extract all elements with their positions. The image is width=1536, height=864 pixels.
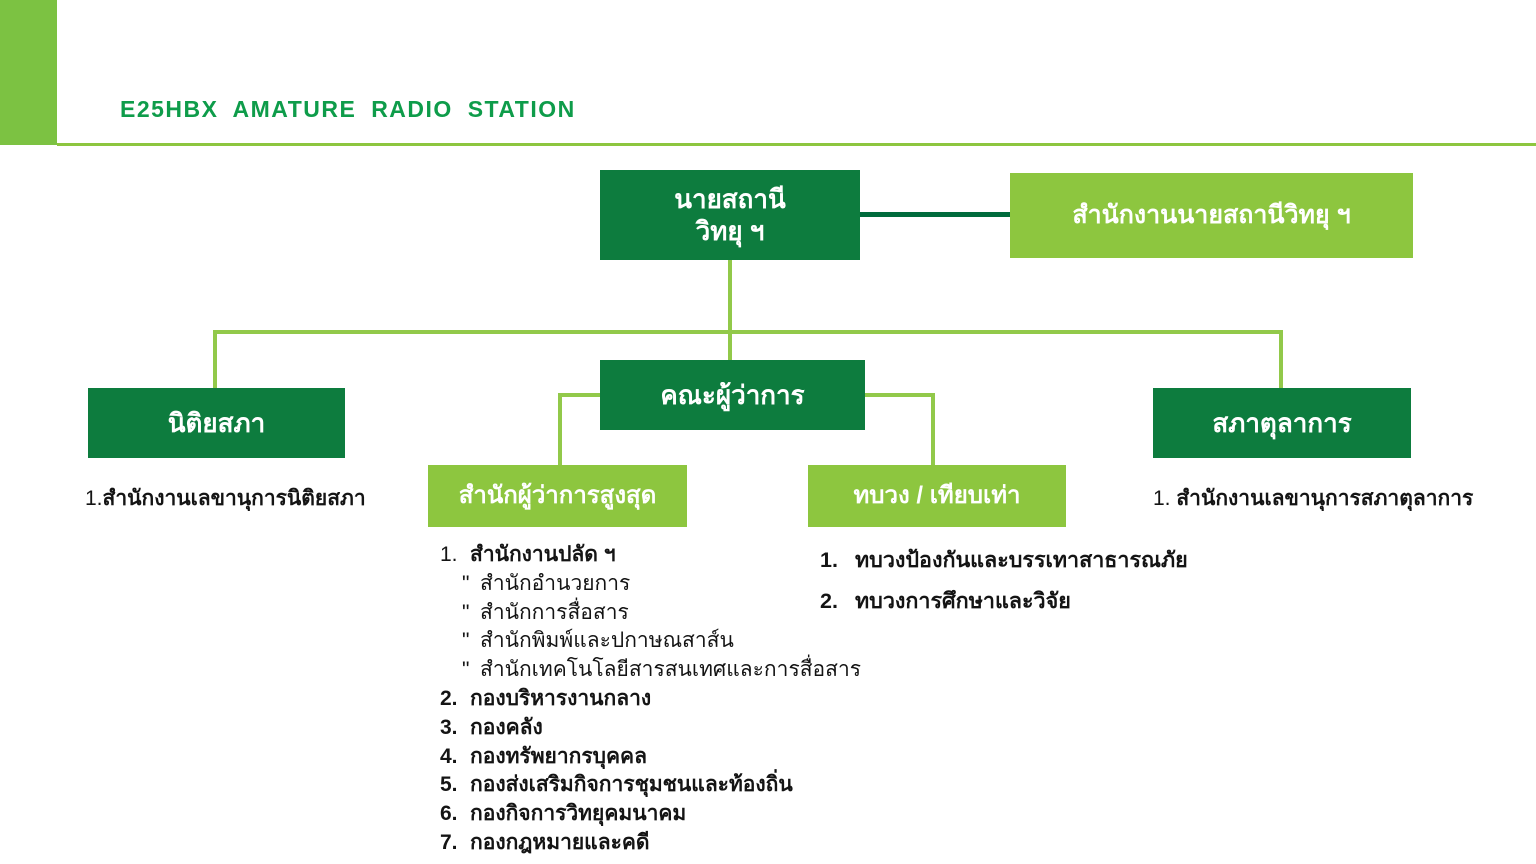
list-item: " สำนักเทคโนโลยีสารสนเทศและการสื่อสาร [462,658,862,682]
org-box-legislative-council: นิติยสภา [88,388,345,458]
list-item: " สำนักพิมพ์และปกาษณสาส์น [462,629,734,653]
list-item: 1. สำนักงานปลัด ฯ [440,543,616,566]
list-item: 4. กองทรัพยากรบุคคล [440,744,647,768]
connector-drop-judicial [1279,330,1283,388]
list-item: 2. กองบริหารงานกลาง [440,686,652,710]
connector-horizontal-rail [213,330,1283,334]
bureau-units-list: 1. สำนักงานปลัด ฯ " สำนักอำนวยการ " สำนั… [440,541,910,858]
ministries-list: 1. ทบวงป้องกันและบรรเทาสาธารณภัย 2. ทบวง… [820,546,1270,628]
org-box-label: สำนักผู้ว่าการสูงสุด [458,482,657,509]
note-text: สำนักงานเลขานุการสภาตุลาการ [1176,487,1474,510]
header-divider [57,143,1536,146]
connector-governors-to-ministries-h [865,393,935,397]
list-item: 5. กองส่งเสริมกิจการชุมชนและท้องถิ่น [440,773,793,797]
org-box-label: นิติยสภา [167,407,266,438]
org-box-governor-general-bureau: สำนักผู้ว่าการสูงสุด [428,465,687,527]
list-item: 6. กองกิจการวิทยุคมนาคม [440,802,687,826]
note-text: สำนักงานเลขานุการนิติยสภา [102,487,366,510]
corner-accent-block [0,0,57,145]
note-number: 1. [1153,487,1171,510]
list-item: 3. กองคลัง [440,715,543,739]
note-number: 1. [85,487,103,510]
org-box-station-master-office: สำนักงานนายสถานีวิทยุ ฯ [1010,173,1413,258]
org-box-label: นายสถานี [674,183,786,214]
org-box-label: สำนักงานนายสถานีวิทยุ ฯ [1072,200,1351,229]
org-box-label: สภาตุลาการ [1212,407,1352,438]
org-box-board-of-governors: คณะผู้ว่าการ [600,360,865,430]
org-box-station-master: นายสถานี วิทยุ ฯ [600,170,860,260]
list-item: 7. กองกฎหมายและคดี [440,830,650,854]
connector-drop-legislative [213,330,217,388]
org-box-ministries-equivalent: ทบวง / เทียบเท่า [808,465,1066,527]
list-item: 2. ทบวงการศึกษาและวิจัย [820,589,1071,613]
connector-root-down [728,260,732,360]
legislative-note: 1.สำนักงานเลขานุการนิติยสภา [85,482,366,515]
connector-root-to-office [860,212,1010,217]
page-title: E25HBX AMATURE RADIO STATION [120,96,576,122]
connector-governors-to-ministries-v [931,393,935,465]
connector-governors-to-bureau-h [558,393,600,397]
org-box-label: ทบวง / เทียบเท่า [853,482,1021,509]
org-box-judicial-council: สภาตุลาการ [1153,388,1411,458]
org-box-label: คณะผู้ว่าการ [660,379,805,410]
judicial-note: 1. สำนักงานเลขานุการสภาตุลาการ [1153,482,1473,515]
list-item: " สำนักการสื่อสาร [462,600,629,624]
list-item: " สำนักอำนวยการ [462,571,631,595]
connector-governors-to-bureau-v [558,393,562,465]
org-box-label: วิทยุ ฯ [695,216,765,246]
list-item: 1. ทบวงป้องกันและบรรเทาสาธารณภัย [820,548,1188,572]
